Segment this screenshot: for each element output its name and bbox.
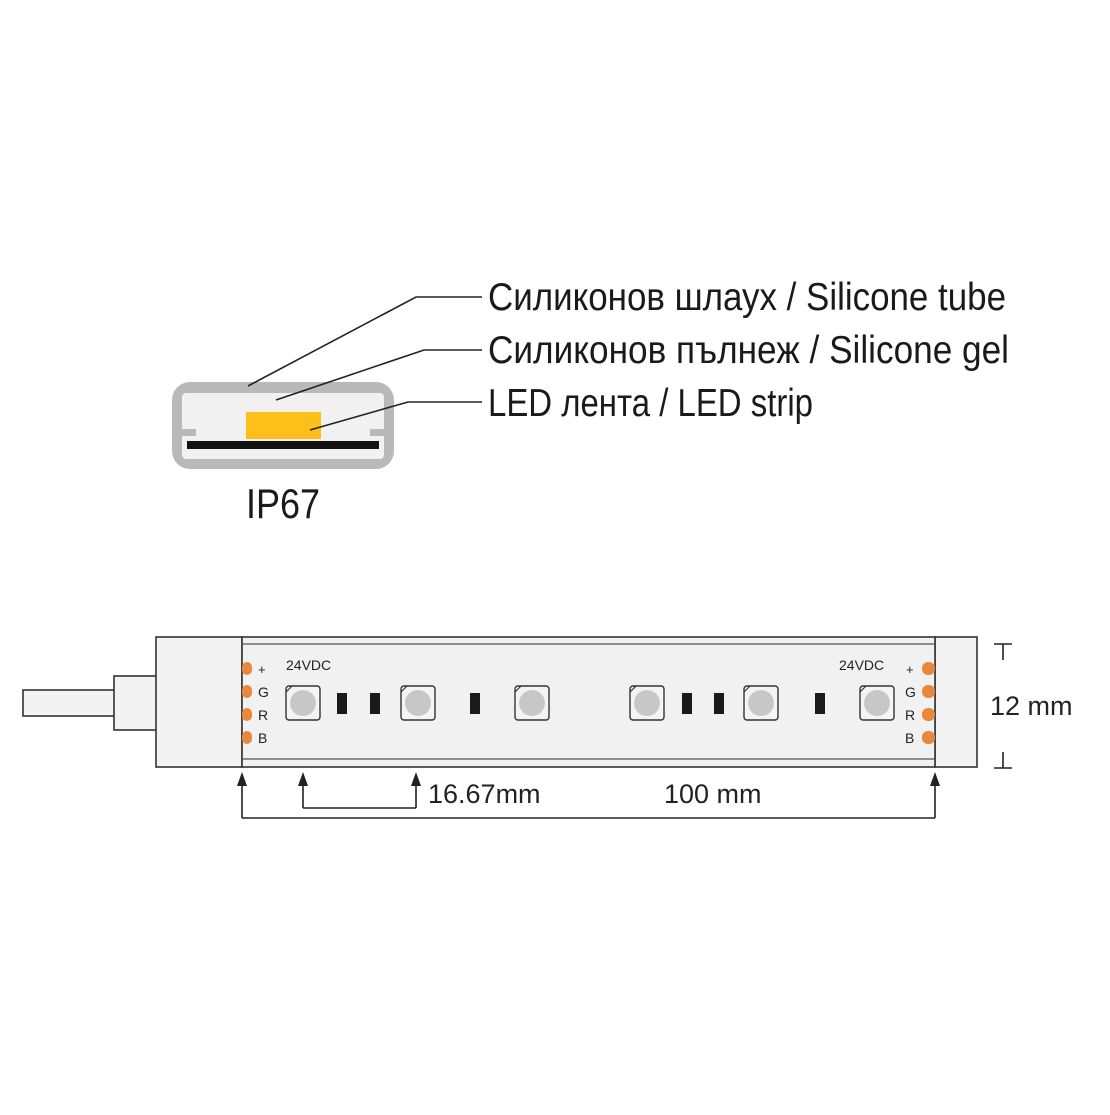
pitch-arrow-left-head xyxy=(298,772,308,786)
cut-arrow-left-head xyxy=(237,772,247,786)
width-label: 12 mm xyxy=(990,691,1073,721)
pad-right-g xyxy=(922,685,935,698)
pin-left-r: R xyxy=(258,707,268,723)
tube-ridge-left xyxy=(182,429,196,436)
led-package xyxy=(743,685,779,721)
leader-line-gel xyxy=(275,349,482,401)
led-package-notch xyxy=(629,685,637,693)
pin-right-plus: + xyxy=(906,662,914,677)
resistor xyxy=(370,693,380,714)
cable-boot xyxy=(113,675,159,731)
led-package xyxy=(514,685,550,721)
led-package-notch xyxy=(743,685,751,693)
solder-pads-right: + G R B xyxy=(905,662,935,746)
label-silicone-gel: Силиконов пълнеж / Silicone gel xyxy=(488,329,1009,372)
rating-label: IP67 xyxy=(246,480,320,527)
led-lens xyxy=(748,690,774,716)
pad-right-b xyxy=(922,731,935,744)
resistor xyxy=(714,693,724,714)
led-package xyxy=(285,685,321,721)
end-cap-left xyxy=(155,636,243,768)
led-lens xyxy=(405,690,431,716)
end-cap-right xyxy=(934,636,978,768)
leader-line-tube xyxy=(247,296,482,387)
led-package xyxy=(629,685,665,721)
pin-left-plus: + xyxy=(258,662,266,677)
resistor xyxy=(470,693,480,714)
pitch-label: 16.67mm xyxy=(428,779,541,809)
label-silicone-tube: Силиконов шлаух / Silicone tube xyxy=(488,276,1006,319)
resistor xyxy=(682,693,692,714)
cut-label: 100 mm xyxy=(664,779,762,809)
pin-right-g: G xyxy=(905,684,916,700)
dimension-cut: 100 mm xyxy=(237,772,940,819)
pad-left-r xyxy=(242,708,252,721)
pad-right-r xyxy=(922,708,935,721)
pin-right-b: B xyxy=(905,730,914,746)
dimension-pitch: 16.67mm xyxy=(298,772,541,809)
led-chip xyxy=(246,412,321,439)
led-package-notch xyxy=(859,685,867,693)
led-lens xyxy=(634,690,660,716)
strip-view: + G R B + G R B 24VDC 24VDC 1 xyxy=(22,636,1073,819)
solder-pads-left: + G R B xyxy=(242,662,269,746)
leader-line-strip xyxy=(309,401,482,431)
led-lens xyxy=(864,690,890,716)
tube-ridge-right xyxy=(370,429,384,436)
pin-left-g: G xyxy=(258,684,269,700)
dimension-width: 12 mm xyxy=(990,643,1073,769)
cable xyxy=(22,689,119,717)
led-group xyxy=(285,685,895,721)
cut-arrow-right-head xyxy=(930,772,940,786)
pad-left-plus xyxy=(242,662,252,675)
led-package xyxy=(400,685,436,721)
led-package-notch xyxy=(514,685,522,693)
pin-right-r: R xyxy=(905,707,915,723)
led-lens xyxy=(519,690,545,716)
resistor xyxy=(337,693,347,714)
pad-left-g xyxy=(242,685,252,698)
led-package xyxy=(859,685,895,721)
pitch-arrow-right-head xyxy=(411,772,421,786)
led-package-notch xyxy=(285,685,293,693)
resistor-group xyxy=(337,693,825,714)
voltage-label-right: 24VDC xyxy=(839,657,884,673)
cross-section: Силиконов шлаух / Silicone tube Силиконо… xyxy=(172,276,1009,527)
label-led-strip: LED лента / LED strip xyxy=(488,382,813,425)
pin-left-b: B xyxy=(258,730,267,746)
pad-right-plus xyxy=(922,662,935,675)
voltage-label-left: 24VDC xyxy=(286,657,331,673)
pcb-board xyxy=(187,441,379,449)
led-lens xyxy=(290,690,316,716)
led-package-notch xyxy=(400,685,408,693)
pad-left-b xyxy=(242,731,252,744)
resistor xyxy=(815,693,825,714)
